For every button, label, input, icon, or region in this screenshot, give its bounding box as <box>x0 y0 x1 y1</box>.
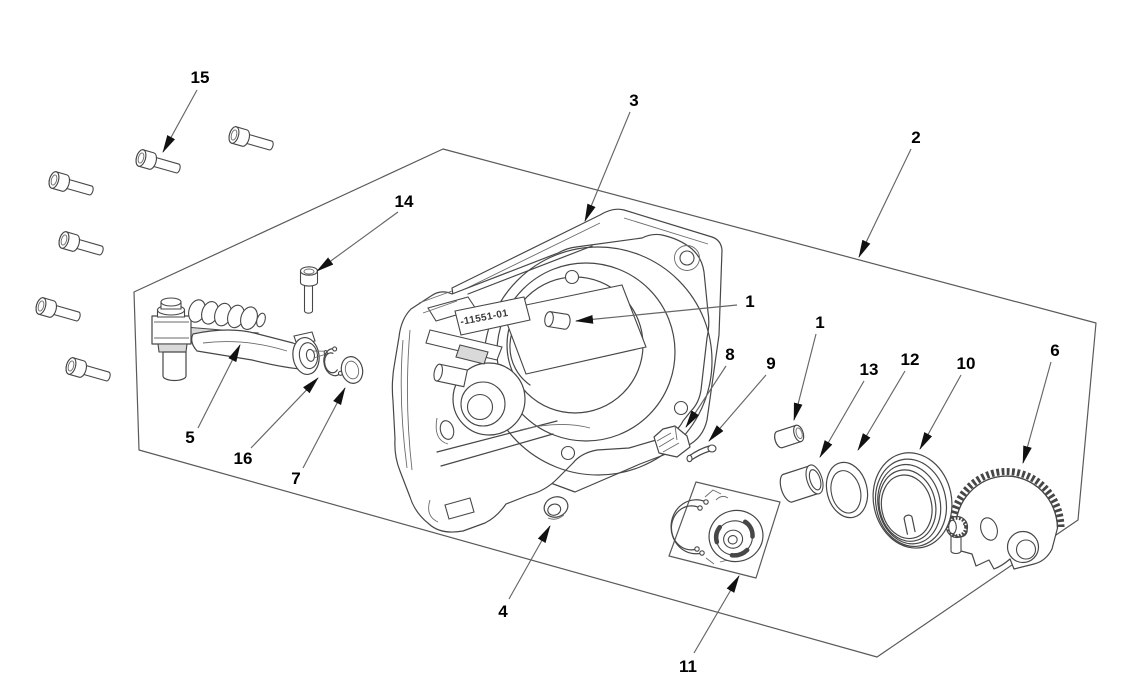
flange-hole <box>564 269 580 285</box>
leader-line-12 <box>857 370 906 451</box>
part-number-label-5: 5 <box>185 428 194 447</box>
kickstart-return-spring <box>872 452 968 549</box>
leader-line-5 <box>197 344 241 429</box>
leader-line-16 <box>250 377 319 449</box>
leader-line-1 <box>793 333 817 421</box>
leader-line-7 <box>302 387 346 469</box>
part-number-label-10: 10 <box>957 354 976 373</box>
part-number-label-12: 12 <box>901 350 920 369</box>
bolt-icon <box>46 170 96 200</box>
detail-box-outline <box>668 481 781 579</box>
leader-line-4 <box>508 525 551 600</box>
clutch-hub <box>708 509 764 563</box>
part-number-label-3: 3 <box>629 91 638 110</box>
flange-hole <box>679 250 695 266</box>
leader-line-8 <box>685 365 727 428</box>
part-number-label-9: 9 <box>766 354 775 373</box>
part-number-label-6: 6 <box>1050 341 1059 360</box>
bolt-icon <box>63 356 113 386</box>
starter-clutch-box <box>668 481 781 579</box>
crankcase-cover: -11551-01 <box>391 233 713 533</box>
leader-line-6 <box>1022 361 1052 464</box>
part-number-label-2: 2 <box>911 128 920 147</box>
part-number-label-7: 7 <box>291 469 300 488</box>
release-lever-assembly <box>151 297 328 382</box>
bolt-14 <box>299 266 319 314</box>
circlip-part16 <box>323 346 344 377</box>
kickstart-sector-gear <box>948 468 1065 570</box>
flange-hole <box>560 445 576 461</box>
leader-line-10 <box>919 374 962 450</box>
leader-line-2 <box>858 148 912 258</box>
grommet-part8 <box>653 425 691 458</box>
part-number-label-15: 15 <box>191 68 210 87</box>
flange-hole <box>673 400 689 416</box>
lever-boss <box>292 336 328 376</box>
part-number-label-4: 4 <box>498 602 508 621</box>
leader-line-9 <box>708 374 767 442</box>
lever-worm-spline <box>188 299 266 330</box>
part-number-label-13: 13 <box>860 360 879 379</box>
part-number-label-11: 11 <box>679 657 697 676</box>
washer-part7 <box>340 356 364 384</box>
part-number-label-16: 16 <box>234 449 253 468</box>
stamp-plate <box>454 296 531 336</box>
leader-line-15 <box>162 89 198 153</box>
leader-line-3 <box>584 111 631 222</box>
leader-line-11 <box>693 575 740 654</box>
bolt-icon <box>133 148 183 178</box>
bushing-part13 <box>779 464 824 503</box>
plug-part4 <box>543 496 569 520</box>
cover-left-mechanism <box>400 290 591 523</box>
pin-panel <box>501 284 647 375</box>
part-number-label-14: 14 <box>395 192 414 211</box>
assembly-boundary-outline <box>133 148 1097 658</box>
leader-line-13 <box>819 380 865 458</box>
clip-part9 <box>686 444 717 463</box>
dowel-pin <box>544 311 571 330</box>
bolt-icon <box>226 125 276 155</box>
part-number-label-1: 1 <box>745 292 754 311</box>
part-number-label-1: 1 <box>815 313 824 332</box>
bushing-part1 <box>774 424 805 449</box>
leader-line-1 <box>575 304 738 324</box>
part-number-label-8: 8 <box>725 345 734 364</box>
o-ring-part12 <box>825 461 869 519</box>
bolt-icon <box>33 296 83 326</box>
leader-line-14 <box>316 211 399 272</box>
bolt-icon <box>56 230 106 260</box>
